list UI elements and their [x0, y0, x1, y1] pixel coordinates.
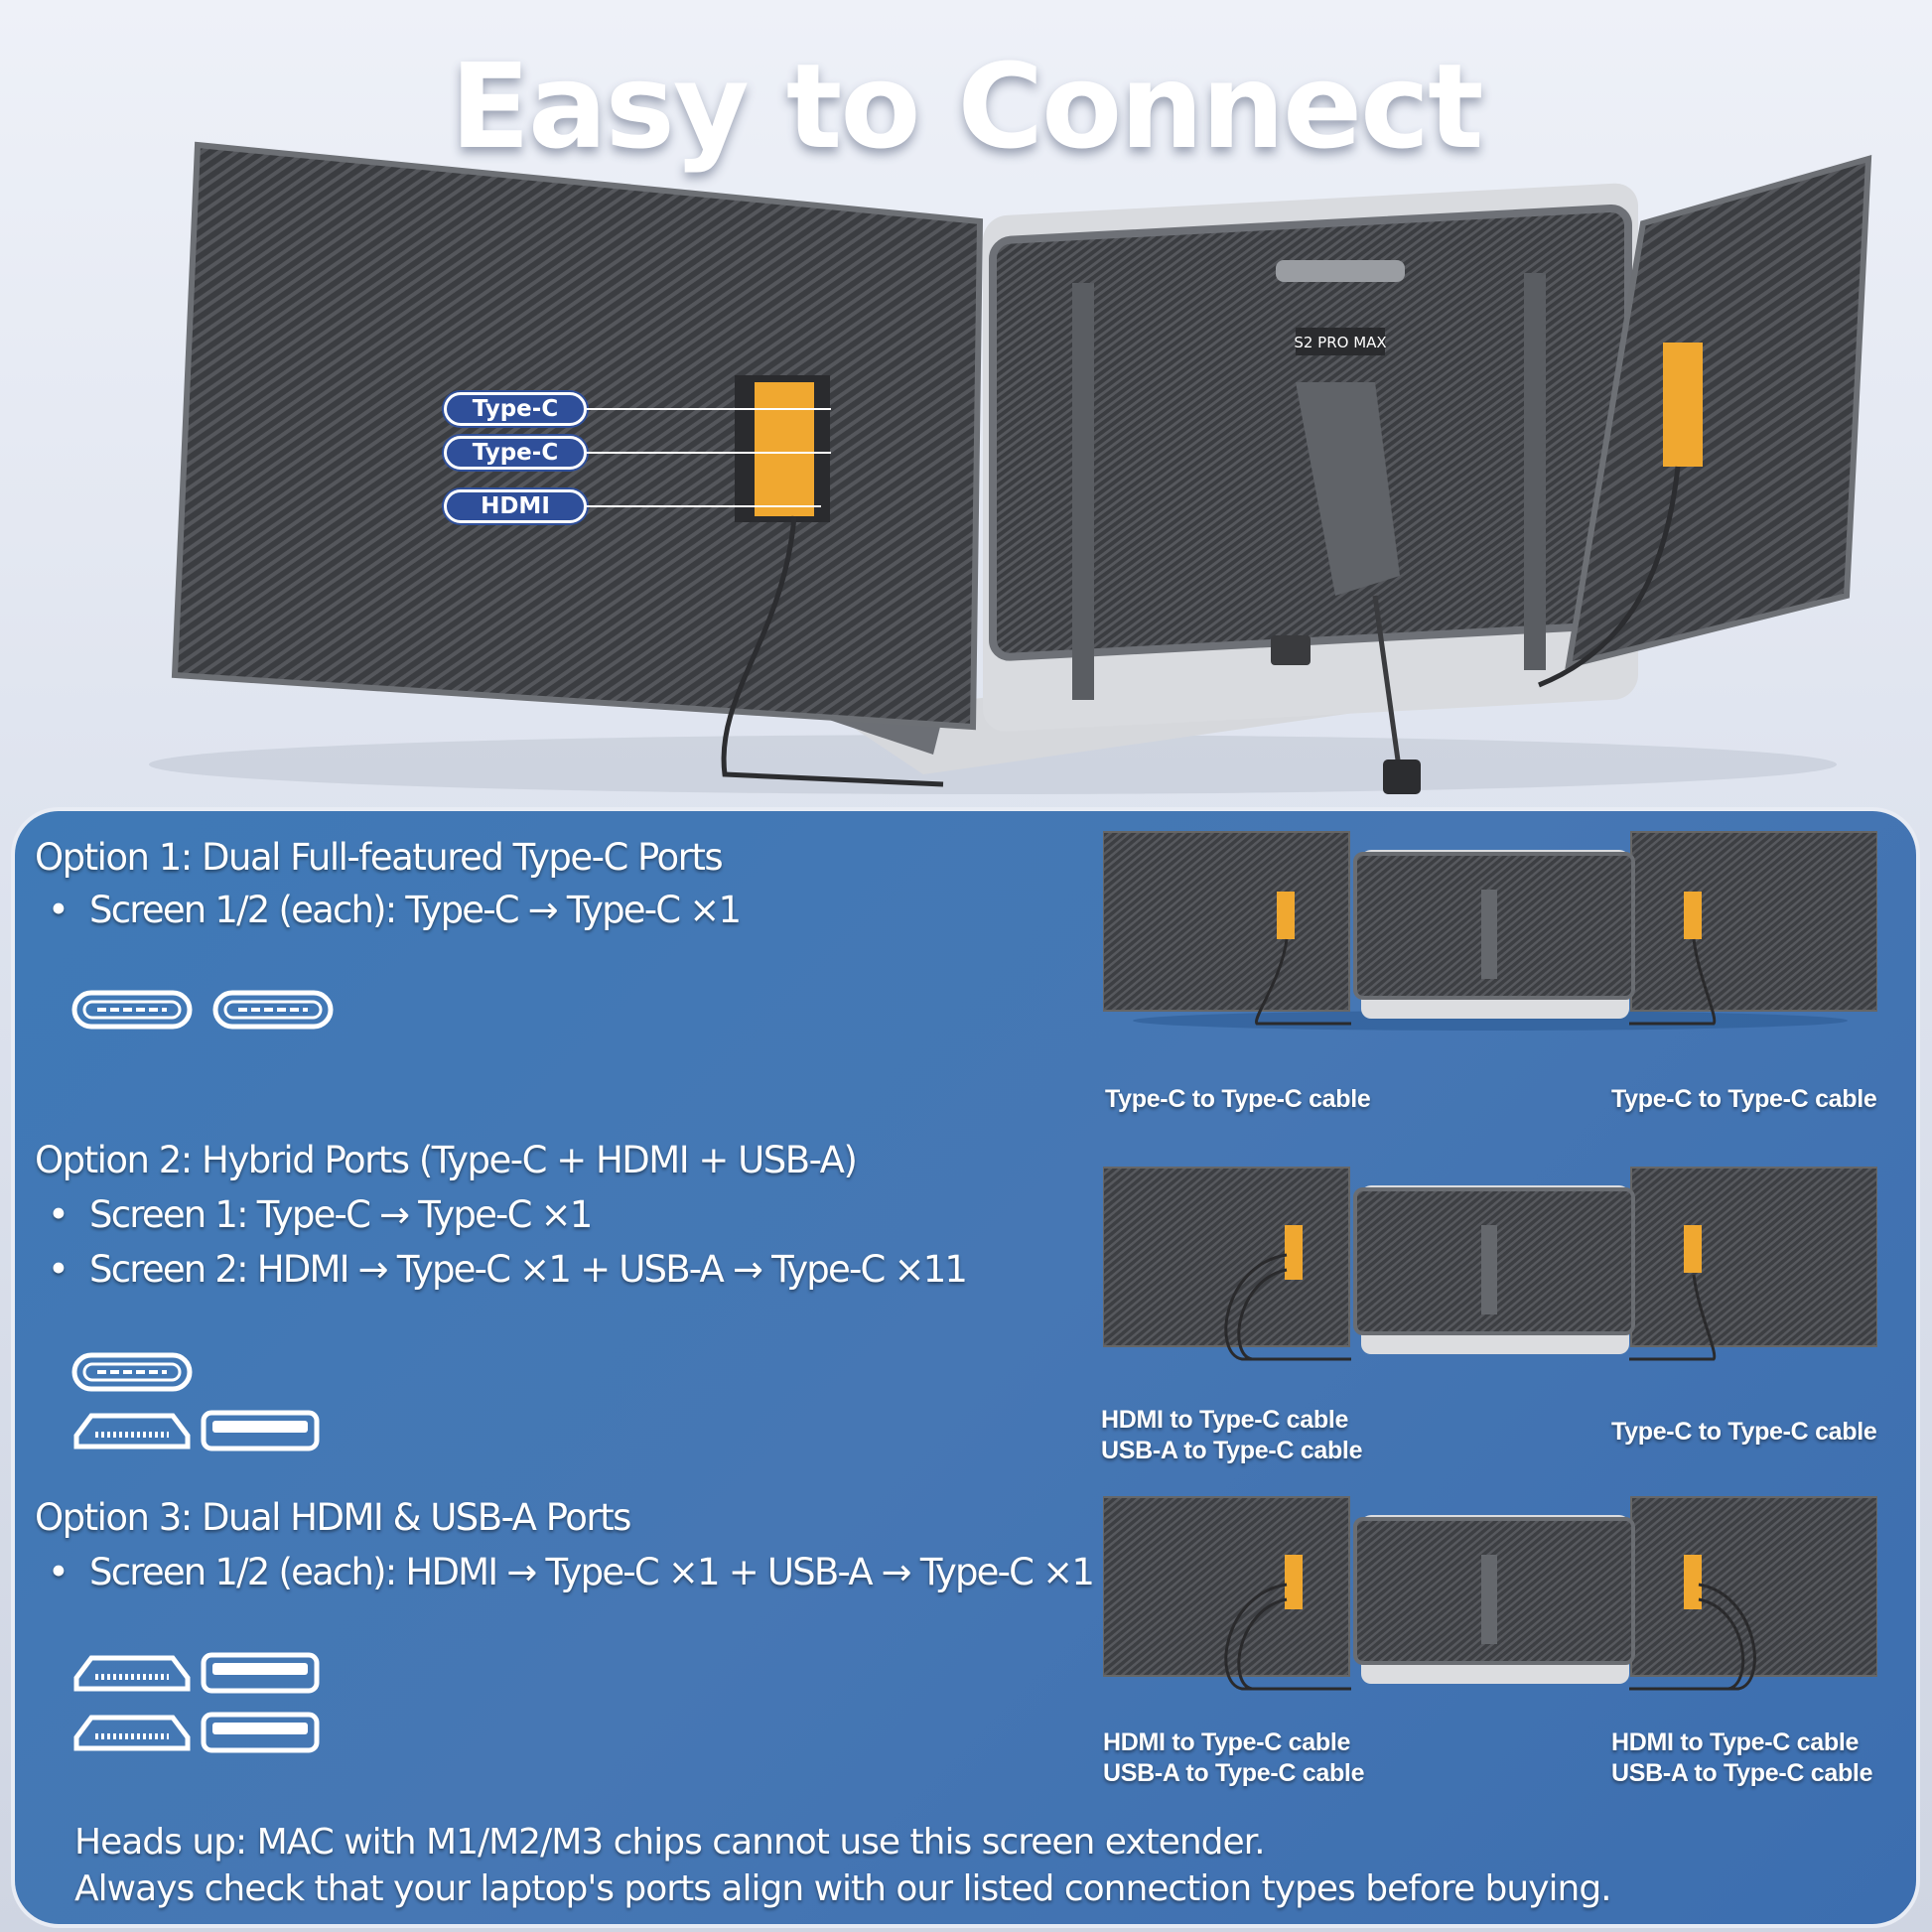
hdmi-port-icon — [73, 1655, 191, 1692]
option-2-caption-left-1: HDMI to Type-C cable — [1101, 1406, 1349, 1434]
option-3-bullet: Screen 1/2 (each): HDMI → Type-C ×1 + US… — [48, 1551, 1095, 1593]
usb-a-port-icon — [201, 1712, 320, 1753]
option-2-heading: Option 2: Hybrid Ports (Type-C + HDMI + … — [35, 1139, 858, 1181]
option-1-heading: Option 1: Dual Full-featured Type-C Port… — [35, 836, 724, 879]
option-2-bullet-2: Screen 2: HDMI → Type-C ×1 + USB-A → Typ… — [48, 1248, 968, 1291]
usb-a-port-icon — [201, 1410, 320, 1451]
type-c-port-icon — [212, 990, 334, 1030]
option-2-caption-right: Type-C to Type-C cable — [1611, 1418, 1877, 1446]
port-check-note: Always check that your laptop's ports al… — [74, 1868, 1612, 1909]
product-hero-image: S2 PRO MAX — [149, 141, 1872, 794]
model-label: S2 PRO MAX — [1294, 334, 1386, 351]
leader-line — [587, 505, 821, 507]
option-3-setup-image — [1103, 1496, 1877, 1691]
option-2-caption-left-2: USB-A to Type-C cable — [1101, 1437, 1363, 1464]
option-3-caption-right-2: USB-A to Type-C cable — [1611, 1759, 1873, 1787]
leader-line — [587, 452, 831, 454]
option-3-caption-left-2: USB-A to Type-C cable — [1103, 1759, 1365, 1787]
option-2-bullet-1: Screen 1: Type-C → Type-C ×1 — [48, 1193, 593, 1236]
page-title: Easy to Connect — [450, 38, 1483, 175]
port-label-hdmi: HDMI — [444, 489, 587, 523]
port-label-type-c-1: Type-C — [444, 392, 587, 426]
type-c-port-icon — [71, 990, 193, 1030]
port-label-type-c-2: Type-C — [444, 436, 587, 470]
option-1-caption-left: Type-C to Type-C cable — [1105, 1085, 1371, 1113]
leader-line — [587, 408, 831, 410]
option-3-caption-left-1: HDMI to Type-C cable — [1103, 1728, 1351, 1756]
option-3-caption-right-1: HDMI to Type-C cable — [1611, 1728, 1860, 1756]
option-2-setup-image — [1103, 1167, 1877, 1361]
option-1-setup-image — [1103, 831, 1877, 1031]
type-c-port-icon — [71, 1352, 193, 1392]
usb-a-port-icon — [201, 1652, 320, 1694]
hdmi-port-icon — [73, 1715, 191, 1751]
option-1-caption-right: Type-C to Type-C cable — [1611, 1085, 1877, 1113]
hdmi-port-icon — [73, 1413, 191, 1449]
option-1-bullet: Screen 1/2 (each): Type-C → Type-C ×1 — [48, 889, 742, 931]
option-3-heading: Option 3: Dual HDMI & USB-A Ports — [35, 1496, 631, 1539]
compatibility-note: Heads up: MAC with M1/M2/M3 chips cannot… — [74, 1822, 1266, 1863]
